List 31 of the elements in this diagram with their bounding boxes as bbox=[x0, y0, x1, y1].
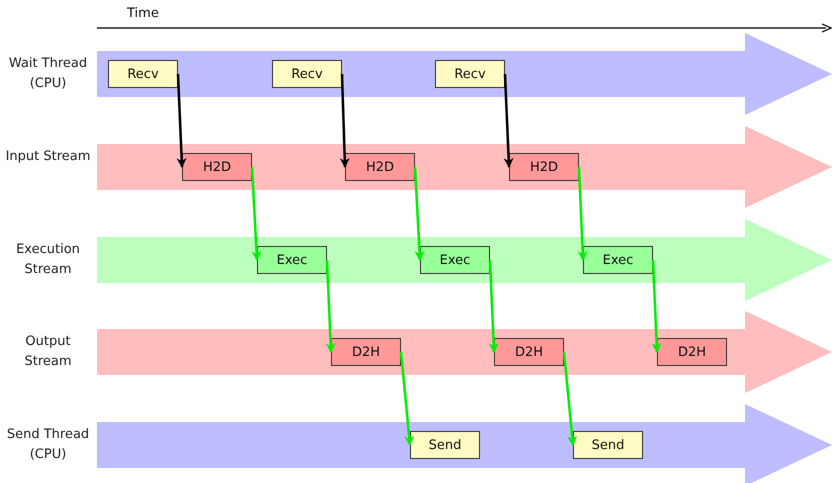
arrow bbox=[578, 166, 588, 261]
task-box: Send bbox=[573, 431, 643, 459]
arrow bbox=[326, 260, 336, 353]
task-box: H2D bbox=[509, 153, 579, 181]
task-box: Exec bbox=[583, 246, 653, 274]
arrow bbox=[414, 166, 424, 261]
task-box: Recv bbox=[108, 60, 178, 88]
arrow bbox=[562, 352, 578, 446]
task-box: H2D bbox=[182, 153, 252, 181]
task-box: Exec bbox=[257, 246, 327, 274]
task-box: D2H bbox=[331, 338, 401, 366]
task-box: D2H bbox=[494, 338, 564, 366]
arrow bbox=[250, 166, 262, 261]
arrow bbox=[488, 260, 499, 353]
task-box: Exec bbox=[420, 246, 490, 274]
task-box: D2H bbox=[657, 338, 727, 366]
lane-label: Execution Stream bbox=[15, 241, 81, 279]
arrow bbox=[176, 74, 187, 168]
arrow bbox=[652, 260, 662, 353]
axis-label: Time bbox=[127, 6, 159, 21]
arrow bbox=[340, 74, 350, 168]
task-box: Recv bbox=[435, 60, 505, 88]
lane-label: Wait Thread (CPU) bbox=[8, 55, 88, 93]
lane-label: Output Stream bbox=[23, 333, 73, 371]
lane-label: Input Stream bbox=[4, 148, 92, 166]
arrow bbox=[400, 352, 414, 446]
task-box: H2D bbox=[345, 153, 415, 181]
lane-label: Send Thread (CPU) bbox=[6, 426, 90, 464]
arrow bbox=[504, 74, 514, 168]
task-box: Send bbox=[410, 431, 480, 459]
task-box: Recv bbox=[272, 60, 342, 88]
